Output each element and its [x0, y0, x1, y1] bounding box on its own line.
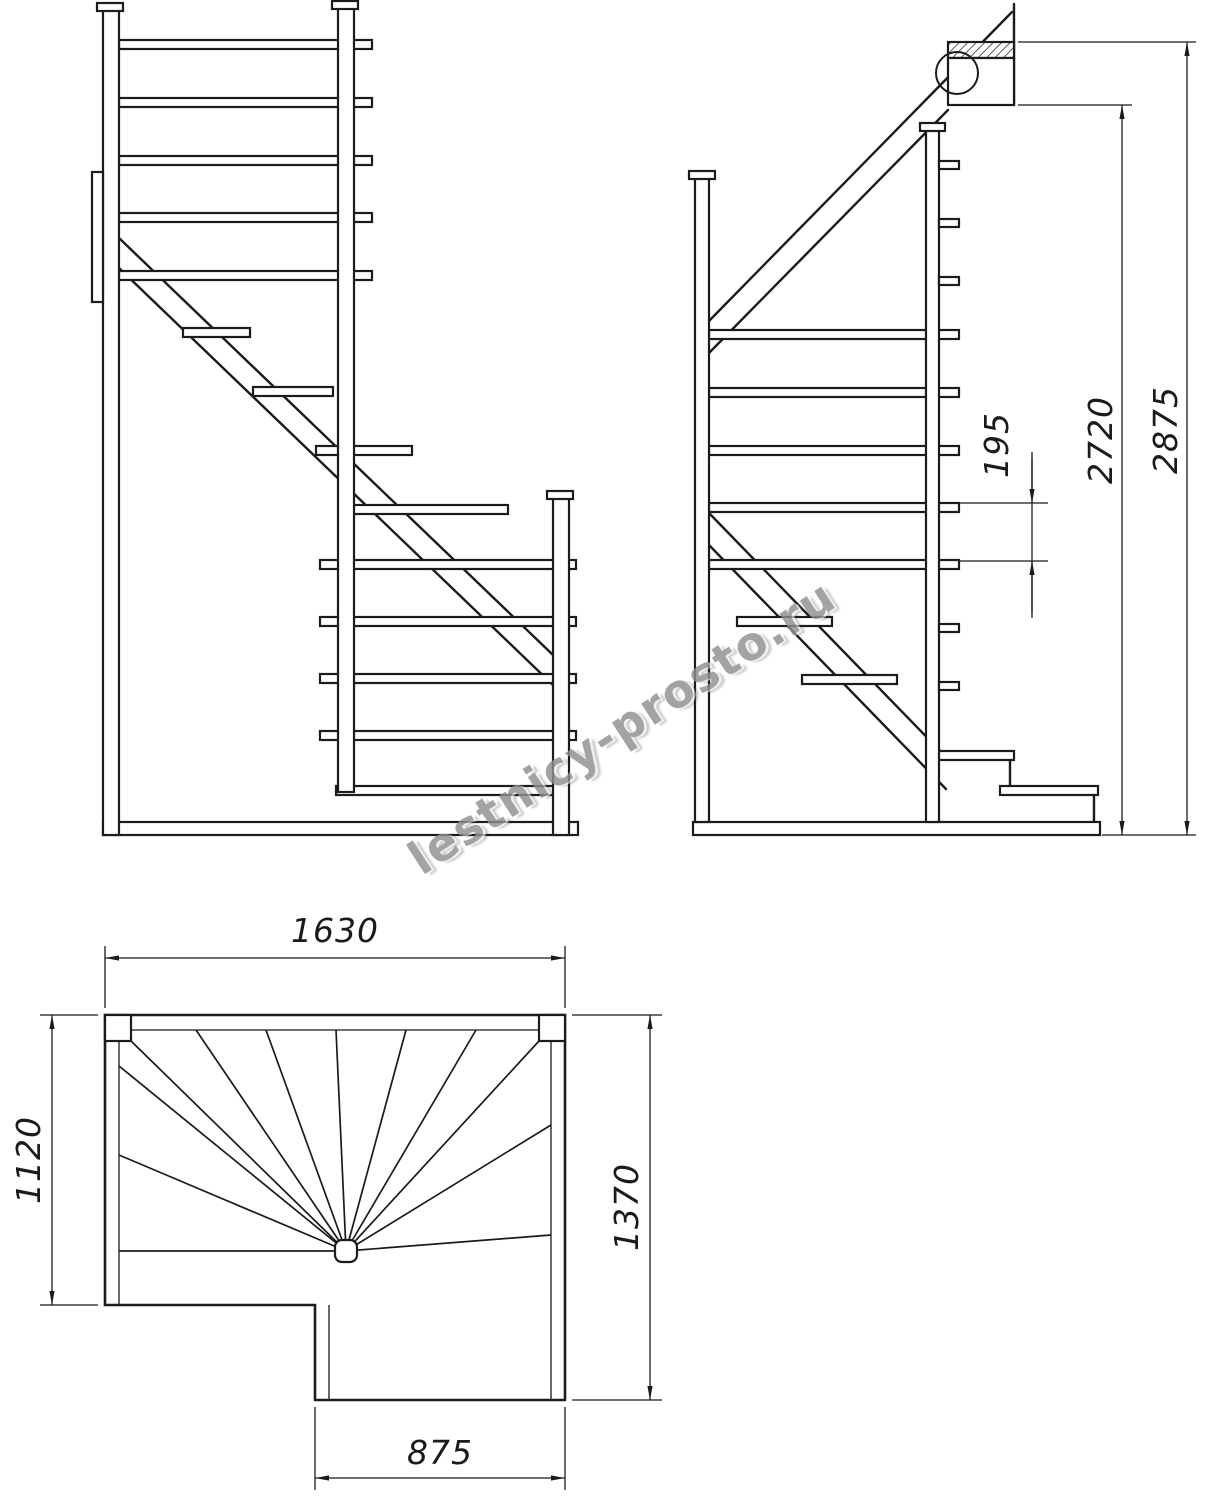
plan-view: 1630 1120 1370 875	[9, 911, 662, 1490]
plan-corner-post-right	[537, 1013, 567, 1043]
front-elevation-view	[90, 0, 580, 837]
floor-hatch	[947, 41, 1015, 59]
dim-step-rise-label: 195	[977, 412, 1016, 478]
side-left-post	[693, 176, 711, 824]
dim-plan-right-depth: 1370	[572, 1014, 662, 1401]
dim-landing-height-label: 2720	[1081, 396, 1120, 484]
dim-plan-width-label: 1630	[291, 911, 379, 950]
dim-plan-left-depth: 1120	[9, 1014, 98, 1306]
newel-posts	[90, 0, 575, 837]
left-newel-post	[101, 8, 121, 837]
bottom-steps	[932, 749, 1100, 824]
dim-lower-flight-width-label: 875	[407, 1433, 473, 1472]
dim-step-rise: 195	[958, 412, 1048, 618]
side-posts	[687, 121, 947, 824]
upper-handrails	[117, 38, 374, 282]
dim-heights: 2720 2875	[1018, 41, 1196, 836]
tread-end-stubs	[937, 159, 961, 692]
left-post-cap	[95, 1, 125, 13]
lower-stringer-diagonal	[706, 510, 948, 791]
winder-fan-lines	[118, 1029, 552, 1252]
dim-plan-right-depth-label: 1370	[607, 1163, 646, 1251]
side-base-plinth	[691, 820, 1102, 837]
plan-center-post	[333, 1238, 359, 1264]
winder-treads	[181, 326, 510, 516]
upper-landing	[935, 2, 1016, 107]
side-center-post	[924, 128, 941, 824]
plan-outline	[103, 1013, 567, 1402]
center-post-cap	[330, 0, 360, 11]
side-elevation-view: 195 2720 2875	[687, 2, 1196, 837]
right-post-cap	[545, 489, 575, 501]
side-winder-treads	[735, 615, 899, 686]
center-newel-post	[336, 6, 356, 794]
plan-corner-post-left	[103, 1013, 133, 1043]
dim-plan-left-depth-label: 1120	[9, 1116, 48, 1204]
dim-plan-width: 1630	[104, 911, 566, 1008]
section-detail-circle	[935, 51, 979, 95]
plan-inner-lines	[118, 1029, 552, 1400]
lower-handrails	[318, 558, 578, 742]
side-handrails	[707, 328, 961, 571]
side-left-cap	[687, 169, 717, 181]
wall-rail-bracket	[90, 170, 105, 304]
dim-lower-flight-width: 875	[314, 1407, 566, 1490]
side-center-cap	[918, 121, 947, 133]
dim-total-height-label: 2875	[1146, 386, 1185, 474]
